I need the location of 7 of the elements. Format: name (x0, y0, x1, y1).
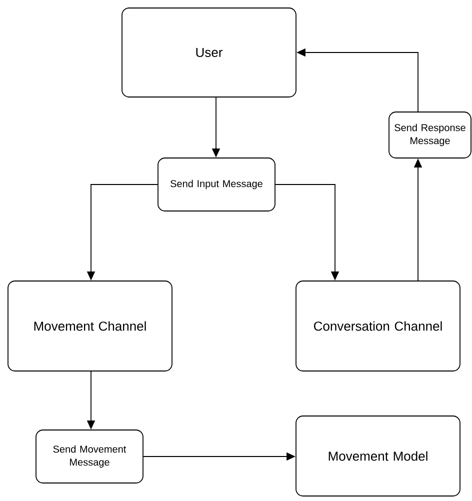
process-box: Send Input Message (158, 158, 276, 212)
process-box: Movement Channel (8, 280, 172, 372)
process-box: Send Movement Message (36, 430, 144, 484)
process-box: User (122, 8, 296, 98)
process-box: Movement Model (296, 416, 460, 496)
process-box: Send Response Message (388, 112, 472, 158)
process-box: Conversation Channel (296, 280, 460, 372)
